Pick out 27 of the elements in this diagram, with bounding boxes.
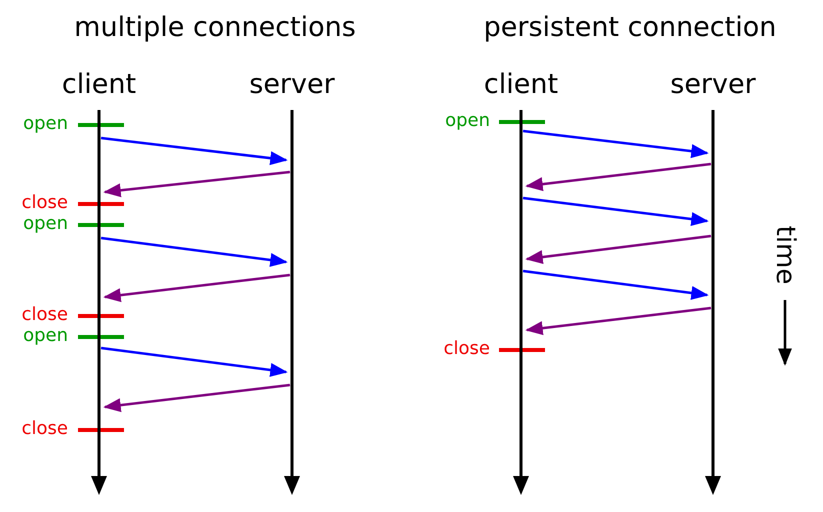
connection-state-label: open (23, 327, 68, 345)
message-arrow (100, 236, 288, 267)
message-arrow (522, 196, 709, 226)
participant-label: server (249, 71, 335, 98)
connection-state-label: open (23, 215, 68, 233)
connection-state-label: open (445, 112, 490, 130)
participant-label: server (670, 71, 756, 98)
message-arrow (525, 234, 712, 264)
message-arrow (100, 136, 288, 166)
connection-state-label: close (444, 340, 490, 358)
message-arrow (103, 170, 290, 198)
connection-state-label: close (22, 420, 68, 438)
message-arrow (103, 274, 290, 302)
panel-title: multiple connections (74, 14, 356, 41)
message-arrow (522, 270, 709, 300)
message-arrow (525, 306, 712, 336)
message-arrow (522, 130, 709, 158)
connection-state-label: close (22, 306, 68, 324)
participant-label: client (62, 71, 136, 98)
message-arrow (525, 162, 712, 192)
participant-label: client (484, 71, 558, 98)
panel-title: persistent connection (484, 14, 776, 41)
connection-state-label: close (22, 194, 68, 212)
message-arrow (103, 384, 290, 412)
connection-state-label: open (23, 115, 68, 133)
message-arrow (100, 346, 288, 377)
axis-label: time (772, 226, 798, 284)
